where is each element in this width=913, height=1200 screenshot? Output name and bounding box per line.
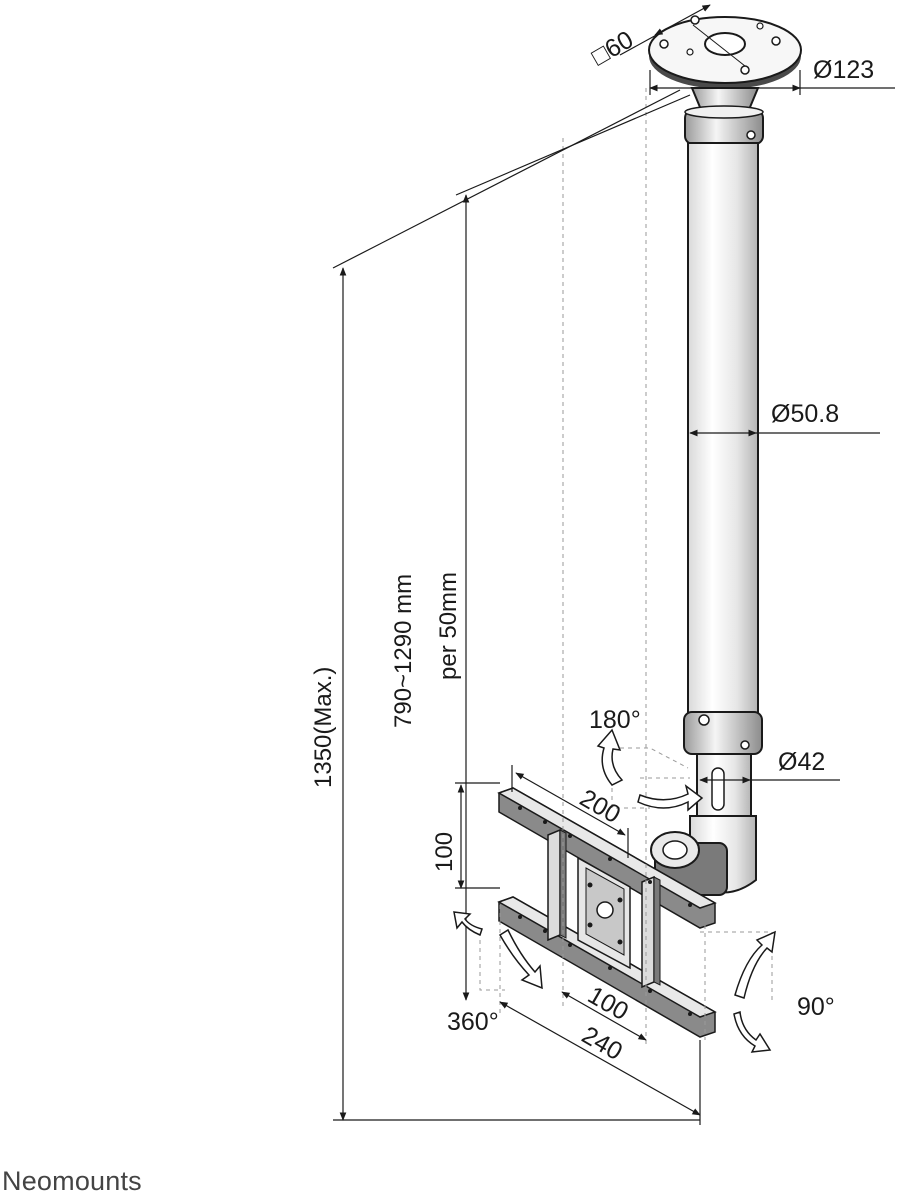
rotation-arrows — [453, 728, 776, 1053]
plate-diameter-label: Ø123 — [813, 56, 874, 84]
swivel-arrow-up-icon — [596, 728, 624, 786]
dimension-lines — [332, 4, 895, 1125]
rotate-arrow-down-icon — [498, 928, 543, 990]
tilt-arrow-down-icon — [733, 1010, 772, 1053]
ceiling-plate — [648, 15, 802, 89]
square-size-label: □60 — [587, 25, 638, 71]
tilt-label: 90° — [797, 993, 835, 1021]
max-height-label: 1350(Max.) — [310, 667, 337, 788]
step-label: per 50mm — [435, 572, 462, 680]
brand-logo: Neomounts — [2, 1166, 142, 1196]
swivel-label: 180° — [589, 706, 641, 734]
guide-lines — [479, 88, 773, 1045]
bracket-width-label: 200 — [575, 784, 625, 829]
swivel-arrow-right-icon — [637, 784, 704, 812]
lower-diameter-label: Ø42 — [778, 748, 825, 776]
rotate-label: 360° — [447, 1008, 499, 1036]
tilt-arrow-up-icon — [734, 930, 776, 999]
rotate-arrow-left-icon — [453, 911, 483, 937]
vesa-bracket — [497, 787, 717, 1038]
range-label: 790~1290 mm — [390, 574, 417, 728]
main-pole — [687, 142, 759, 716]
vesa-height-label: 100 — [431, 832, 458, 872]
pole-diameter-label: Ø50.8 — [771, 400, 839, 428]
plate-width-label: 240 — [577, 1021, 627, 1066]
